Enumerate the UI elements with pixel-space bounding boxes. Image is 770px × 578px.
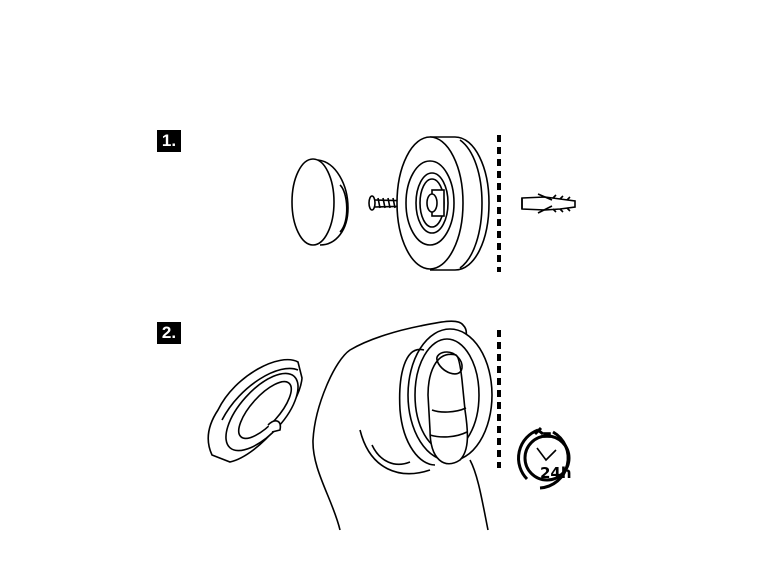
step-1-label: 1.: [157, 130, 181, 152]
mounting-ring-icon: [396, 136, 490, 271]
step-2-label: 2.: [157, 322, 181, 344]
cover-cap-icon: [291, 158, 349, 246]
clock-24h-text: 24h: [540, 464, 572, 482]
mounting-ring-tilted-icon: [207, 358, 303, 463]
clock-24h-icon: 24h: [517, 426, 572, 490]
wall-anchor-icon: [521, 193, 576, 214]
hand-pressing-icon: [312, 320, 493, 531]
